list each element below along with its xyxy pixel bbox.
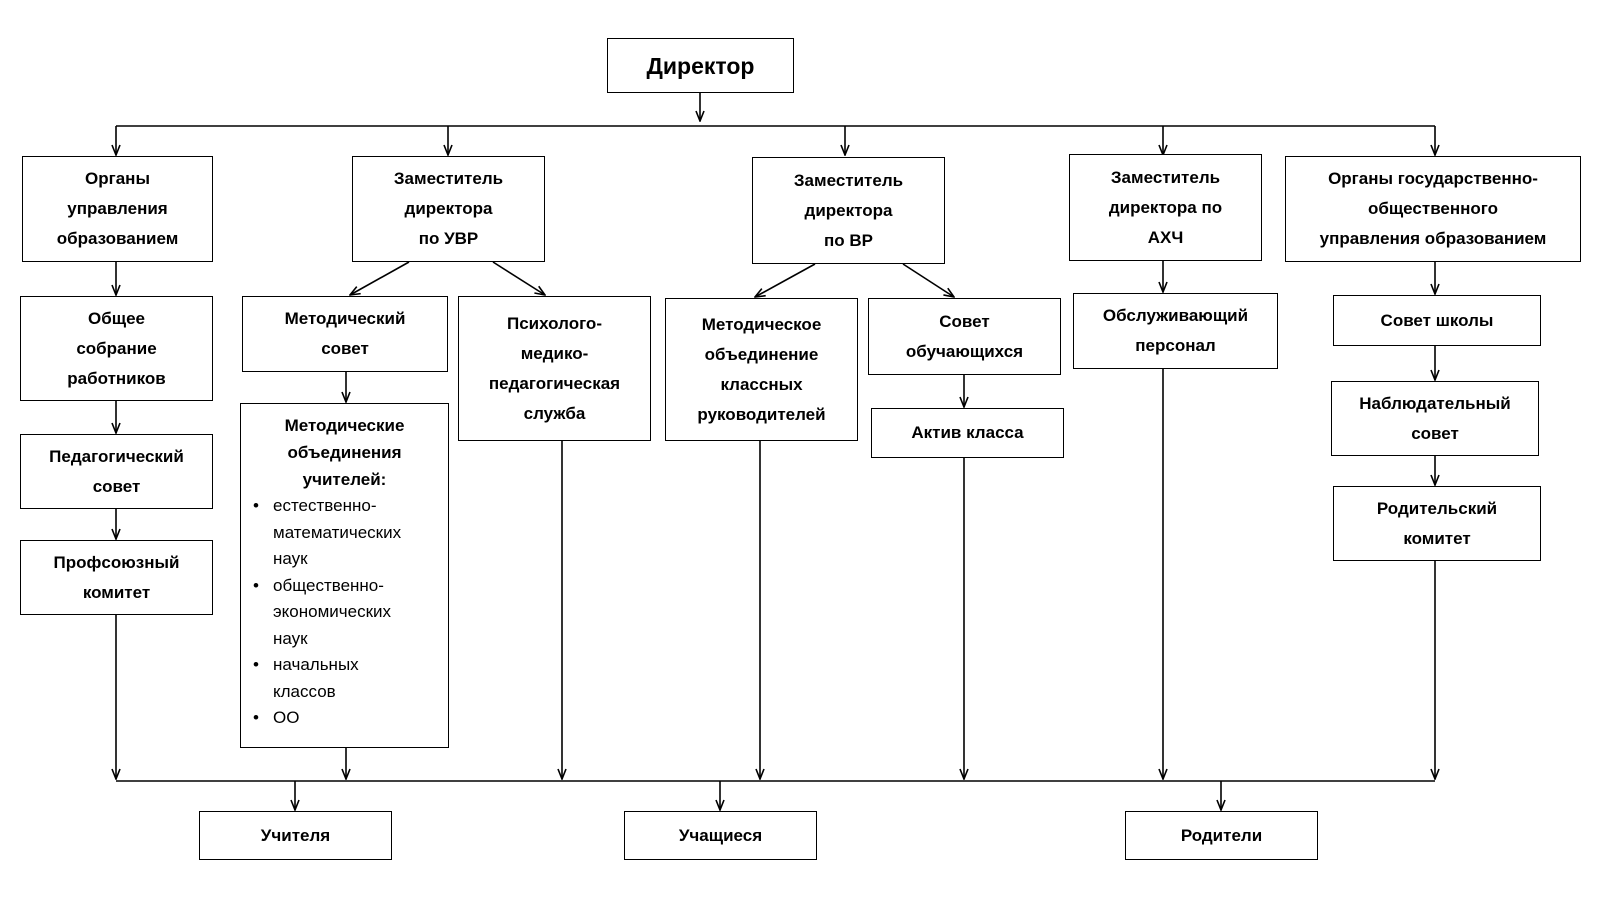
label-line: Родители [1180, 825, 1263, 845]
label-line: по ВР [824, 230, 873, 250]
label-line: Органы [85, 169, 150, 188]
list-item-line: наук [273, 549, 308, 568]
label-line: объединения [287, 443, 402, 462]
label-line: АХЧ [1147, 227, 1184, 247]
methodical-union-item: естественно-математических наук [251, 493, 401, 573]
label-line: руководителей [697, 404, 826, 424]
label-line: директора [404, 199, 493, 218]
supervisory-board-box: Наблюдательный совет [1331, 381, 1539, 456]
label-line: Общее [88, 308, 145, 328]
label-line: объединение [704, 344, 819, 364]
label-line: Профсоюзный [53, 552, 180, 572]
teachers-box: Учителя [199, 811, 392, 860]
label-line: обучающихся [905, 341, 1024, 361]
label-line: комитет [1403, 528, 1471, 548]
methodical-council-box: Методический совет [242, 296, 448, 372]
label-line: Совет [939, 311, 990, 331]
label-line: управления образованием [1319, 229, 1547, 248]
director-box: Директор [607, 38, 794, 93]
label-line: Органы государственно- [1328, 169, 1538, 188]
label-line: Обслуживающий [1102, 306, 1249, 325]
label-line: Методический [284, 309, 406, 328]
label-line: директора по [1108, 197, 1223, 217]
label-line: Психолого- [507, 313, 602, 333]
psych-service-box: Психолого-медико-педагогическая служба [458, 296, 651, 441]
label-line: Заместитель [1110, 167, 1221, 187]
label-line: комитет [82, 582, 151, 602]
service-staff-box: Обслуживающий персонал [1073, 293, 1278, 369]
label-line: педагогическая [488, 373, 621, 393]
methodical-unions-title: Методические объединения учителей: [285, 412, 405, 493]
label-line: Заместитель [793, 170, 904, 190]
list-item-line: естественно- [273, 496, 377, 515]
deputy-vr-box: Заместитель директора по ВР [752, 157, 945, 264]
label-line: Актив класса [911, 423, 1024, 442]
label-line: Учителя [260, 825, 331, 845]
label-line: учителей: [302, 470, 387, 489]
deputy-uvr-box: Заместитель директора по УВР [352, 156, 545, 262]
label-line: Совет школы [1380, 310, 1494, 330]
label-line: Методическое [701, 314, 822, 334]
list-item-line: ОО [273, 708, 300, 727]
education-authorities-box: Органы управления образованием [22, 156, 213, 262]
list-item-line: наук [273, 628, 308, 648]
label-line: совет [321, 339, 369, 358]
label-line: по УВР [418, 229, 479, 248]
label-line: совет [1411, 423, 1459, 443]
class-teachers-union-box: Методическое объединение классных руководит… [665, 298, 858, 441]
label-line: общественного [1367, 199, 1499, 218]
list-item-line: экономических [273, 602, 392, 621]
methodical-union-item: ОО [251, 705, 401, 732]
label-line: Учащиеся [678, 825, 763, 845]
label-line: Методические [284, 416, 405, 435]
label-line: управления [67, 199, 168, 218]
label-line: Директор [646, 52, 755, 79]
label-line: Родительский [1376, 498, 1498, 518]
label-line: образованием [56, 229, 179, 248]
student-council-box: Совет обучающихся [868, 298, 1061, 375]
deputy-ahch-box: Заместитель директора по АХЧ [1069, 154, 1262, 261]
parents-box: Родители [1125, 811, 1318, 860]
parent-committee-box: Родительский комитет [1333, 486, 1541, 561]
connector-arrow [755, 263, 816, 297]
methodical-unions-box: Методические объединения учителей: естеств… [240, 403, 449, 748]
school-council-box: Совет школы [1333, 295, 1541, 346]
label-line: Педагогический [49, 446, 184, 466]
label-line: Заместитель [393, 169, 504, 188]
label-line: служба [523, 403, 586, 423]
label-line: Наблюдательный [1359, 393, 1511, 413]
trade-union-box: Профсоюзный комитет [20, 540, 213, 615]
label-line: директора [804, 200, 893, 220]
label-line: персонал [1135, 336, 1216, 355]
general-meeting-box: Общее собрание работников [20, 296, 213, 401]
methodical-union-item: начальных классов [251, 652, 401, 705]
class-activists-box: Актив класса [871, 408, 1064, 458]
label-line: собрание [76, 338, 157, 358]
list-item-line: общественно- [273, 575, 384, 595]
list-item-line: начальных [273, 655, 359, 674]
connector-arrow [350, 261, 410, 295]
label-line: классных [720, 374, 803, 394]
label-line: совет [92, 476, 141, 496]
connector-arrow [902, 263, 954, 297]
label-line: работников [67, 368, 166, 388]
students-box: Учащиеся [624, 811, 817, 860]
connector-arrow [492, 261, 545, 295]
list-item-line: классов [273, 681, 336, 701]
methodical-union-item: общественно-экономических наук [251, 573, 401, 653]
label-line: медико- [520, 343, 589, 363]
list-item-line: математических [273, 522, 402, 542]
methodical-unions-list: естественно-математическихнаукобщественн… [247, 493, 401, 732]
pedagogical-council-box: Педагогический совет [20, 434, 213, 509]
state-public-bodies-box: Органы государственно-общественного управ… [1285, 156, 1581, 262]
